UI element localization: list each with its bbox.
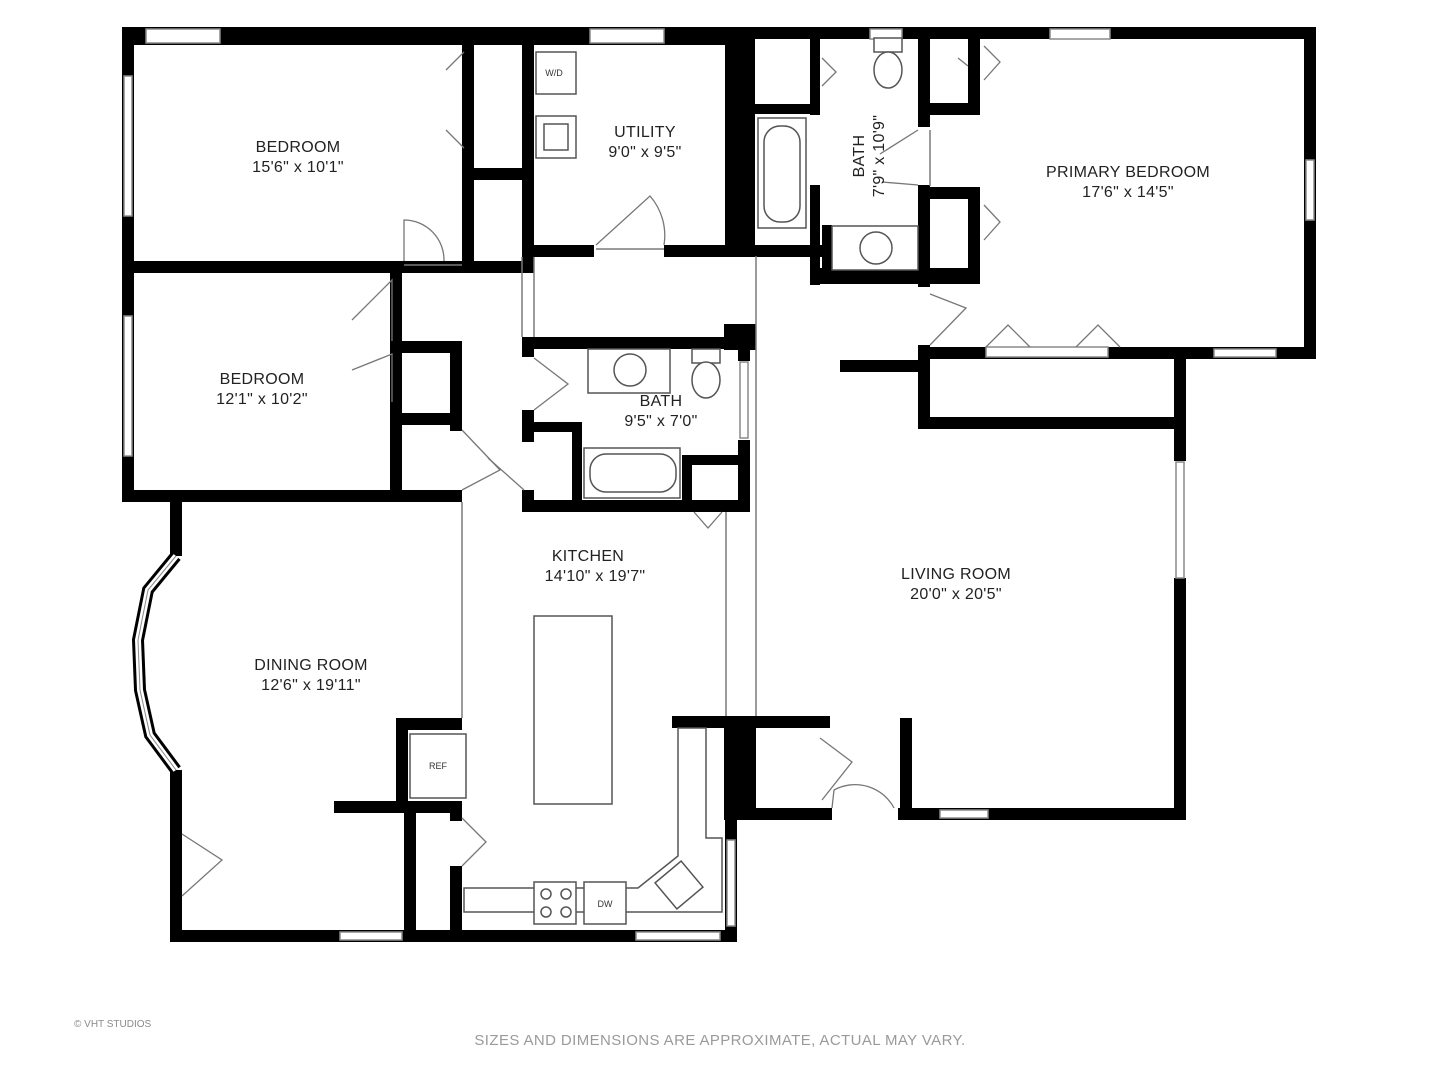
living-room-name: LIVING ROOM — [901, 566, 1011, 583]
bay-window — [131, 552, 181, 774]
stove-icon — [533, 881, 577, 925]
toilet-icon — [691, 348, 721, 364]
bath-2-dims: 9'5" x 7'0" — [624, 413, 697, 430]
refrigerator-icon — [409, 733, 467, 799]
dining-room-name: DINING ROOM — [254, 657, 368, 674]
disclaimer-text: SIZES AND DIMENSIONS ARE APPROXIMATE, AC… — [474, 1032, 966, 1049]
bath-1-name: BATH — [851, 135, 868, 178]
refrigerator-label: REF — [429, 761, 448, 771]
bedroom-1-dims: 15'6" x 10'1" — [252, 159, 344, 176]
living-room-dims: 20'0" x 20'5" — [910, 586, 1002, 603]
copyright-text: © VHT STUDIOS — [74, 1019, 152, 1030]
bath-1-dims: 7'9" x 10'9" — [871, 115, 888, 197]
bath-2-name: BATH — [640, 393, 683, 410]
kitchen-island — [533, 615, 613, 805]
kitchen-name: KITCHEN — [552, 548, 624, 565]
door-swings — [181, 45, 1121, 897]
kitchen-dims: 14'10" x 19'7" — [545, 568, 646, 585]
utility-dims: 9'0" x 9'5" — [608, 144, 681, 161]
bath-1-label: BATH 7'9" x 10'9" — [851, 115, 888, 197]
primary-bedroom-dims: 17'6" x 14'5" — [1082, 184, 1174, 201]
interior-walls — [122, 27, 1186, 942]
toilet-icon — [873, 37, 903, 53]
bedroom-1-name: BEDROOM — [256, 139, 341, 156]
bedroom-2-dims: 12'1" x 10'2" — [216, 391, 308, 408]
washer-dryer-label: W/D — [545, 68, 563, 78]
sink-icon — [653, 859, 705, 911]
primary-bedroom-name: PRIMARY BEDROOM — [1046, 164, 1210, 181]
washer-dryer-icon — [535, 51, 577, 95]
bedroom-2-name: BEDROOM — [220, 371, 305, 388]
fixtures: W/D DW REF — [409, 37, 919, 925]
dishwasher-label: DW — [598, 899, 613, 909]
dining-room-dims: 12'6" x 19'11" — [261, 677, 361, 694]
windows — [123, 28, 1315, 941]
utility-name: UTILITY — [614, 124, 676, 141]
room-labels: BEDROOM 15'6" x 10'1" UTILITY 9'0" x 9'5… — [216, 115, 1210, 694]
openings — [404, 130, 931, 718]
dishwasher-icon — [583, 881, 627, 925]
